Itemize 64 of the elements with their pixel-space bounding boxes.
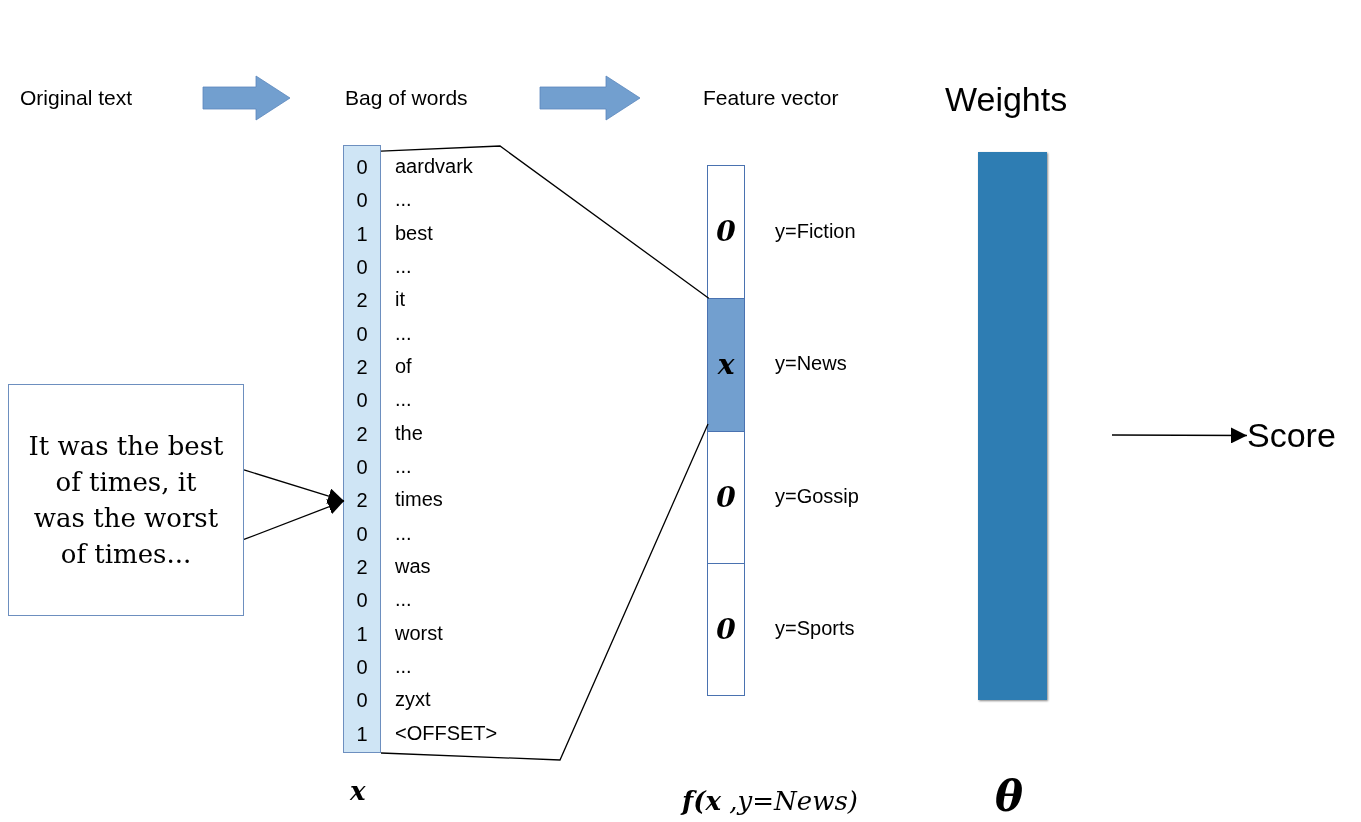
- count-value: 0: [344, 684, 380, 718]
- count-value: 0: [344, 251, 380, 285]
- vector-symbol: x: [350, 776, 366, 806]
- heading-text: Weights: [945, 80, 1068, 119]
- function-label: f(x ,y=News): [682, 786, 858, 816]
- count-value: 2: [344, 284, 380, 318]
- class-label: y=Gossip: [775, 483, 859, 509]
- word-label: it: [395, 287, 405, 313]
- vector-cell: 0: [708, 166, 744, 299]
- word-label: the: [395, 420, 423, 446]
- count-value: 2: [344, 417, 380, 451]
- class-label: y=Fiction: [775, 219, 856, 244]
- count-value: 2: [344, 551, 380, 585]
- word-label: ...: [395, 320, 412, 346]
- word-label: ...: [395, 454, 412, 479]
- count-value: 0: [344, 184, 380, 218]
- class-label: y=News: [775, 351, 847, 377]
- word-label: ...: [395, 587, 412, 613]
- count-value: 1: [344, 617, 380, 651]
- block-arrow: [202, 75, 291, 121]
- count-value: 2: [344, 484, 380, 518]
- count-value: 0: [344, 317, 380, 351]
- word-label: ...: [395, 520, 412, 546]
- weight-bar: [978, 152, 1047, 700]
- count-value: 0: [344, 151, 380, 185]
- count-value: 2: [344, 351, 380, 385]
- arrow: [243, 469, 345, 504]
- score-label: Score: [1247, 416, 1336, 455]
- word-label: ...: [395, 254, 412, 279]
- block-arrow: [539, 75, 641, 121]
- word-label: times: [395, 487, 443, 513]
- theta-symbol: θ: [995, 772, 1023, 821]
- heading-text: Bag of words: [290, 86, 540, 110]
- count-value: 1: [344, 717, 380, 751]
- count-value: 0: [344, 517, 380, 551]
- vector-cell: 0: [708, 562, 744, 695]
- highlighted-cell: x: [708, 298, 744, 431]
- count-value: 0: [344, 384, 380, 418]
- quote-text: It was the best of times, it was the worst of times...: [27, 430, 225, 571]
- vector-column: [343, 145, 381, 753]
- word-label: of: [395, 354, 412, 379]
- word-label: worst: [395, 620, 443, 646]
- word-label: was: [395, 554, 431, 579]
- word-label: <OFFSET>: [395, 720, 498, 746]
- word-label: ...: [395, 654, 412, 679]
- count-value: 0: [344, 451, 380, 485]
- word-label: ...: [395, 387, 412, 413]
- heading-text: Feature vector: [640, 86, 840, 110]
- class-label: y=Sports: [775, 615, 855, 641]
- arrow: [1111, 427, 1248, 444]
- connector-line: [380, 423, 709, 761]
- arrow: [243, 499, 345, 541]
- heading-text: Original text: [20, 86, 203, 110]
- text-box: [8, 384, 244, 616]
- count-value: 1: [344, 217, 380, 251]
- count-value: 0: [344, 584, 380, 618]
- vector-cell: 0: [708, 430, 744, 563]
- count-value: 0: [344, 651, 380, 685]
- word-label: zyxt: [395, 687, 431, 713]
- feature-column: [707, 165, 745, 696]
- connector-line: [380, 145, 710, 299]
- word-label: best: [395, 220, 433, 246]
- word-label: ...: [395, 187, 412, 213]
- word-label: aardvark: [395, 154, 473, 179]
